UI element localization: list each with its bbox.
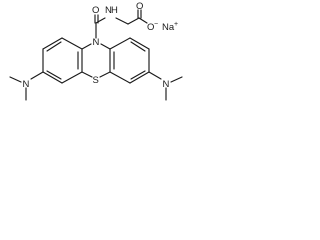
bond-ch2-c: [127, 17, 140, 25]
atom-n-ring: N: [93, 37, 100, 48]
sodium-charge: +: [174, 21, 178, 28]
bond-right-ring-2: [109, 71, 131, 84]
anion-charge: −: [154, 21, 158, 28]
atom-o-carbonyl-acid: O: [136, 1, 143, 12]
bond-right-ring-5: [129, 37, 150, 50]
chemical-structure-diagram: N O N H O O − Na + S N N: [9, 1, 183, 101]
bond-left-ring-5: [42, 37, 63, 50]
bond-right-n-methyl-up: [170, 76, 183, 83]
atom-n-left-dimethylamino: N: [23, 79, 30, 90]
bond-left-ring-2: [61, 71, 83, 84]
bond-left-n-methyl-up: [9, 76, 22, 83]
bond-c-nh: [95, 17, 106, 24]
bond-lines: [9, 9, 183, 101]
atom-h-amide: H: [111, 5, 118, 16]
bond-c-o-anion: [138, 17, 148, 24]
bond-right-ring-to-n: [148, 71, 162, 80]
bond-s-left: [81, 71, 93, 78]
bond-s-right: [99, 71, 111, 78]
bond-nring-right: [100, 43, 111, 50]
bond-left-ring-to-n: [30, 71, 44, 80]
atom-o-anion: O: [147, 22, 154, 33]
atom-n-right-dimethylamino: N: [163, 79, 170, 90]
bond-left-ring-double-c: [46, 41, 62, 52]
atom-o-carbonyl-amide: O: [92, 5, 99, 16]
bond-left-ring-3: [42, 71, 63, 84]
bond-right-ring-6: [109, 37, 131, 50]
bond-nring-left: [81, 43, 92, 50]
bond-nh-ch2: [115, 17, 129, 25]
bond-left-ring-double-b: [46, 70, 62, 80]
bond-left-ring-6: [61, 37, 83, 50]
atom-sodium: Na: [162, 22, 175, 33]
bond-right-ring-double-c: [130, 41, 146, 52]
bond-right-ring-double-b: [130, 70, 146, 80]
bond-right-ring-3: [129, 71, 150, 84]
atom-n-amide: N: [105, 5, 112, 16]
atom-sulfur: S: [93, 75, 99, 86]
